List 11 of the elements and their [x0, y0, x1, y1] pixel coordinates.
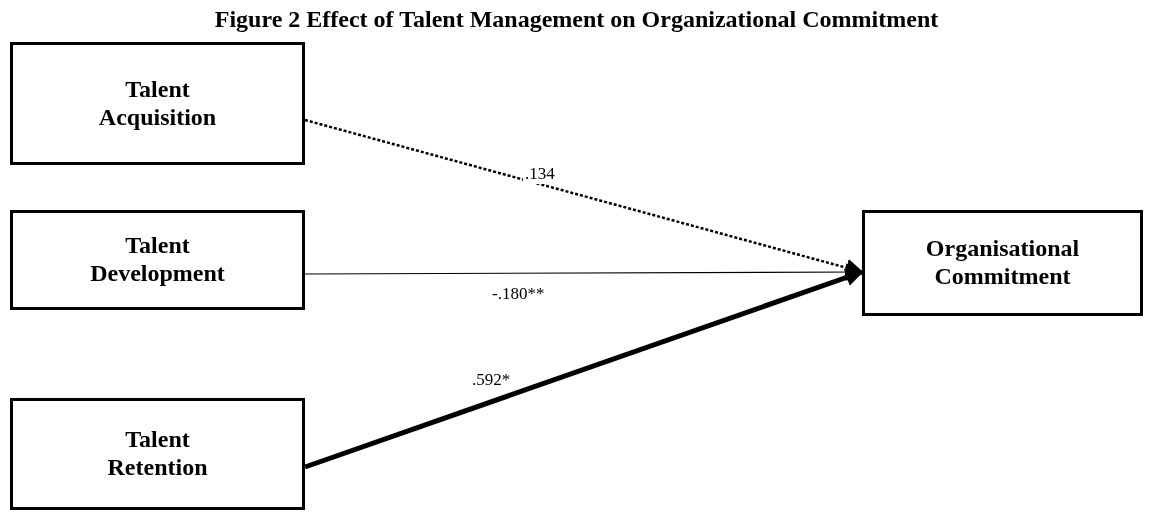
arrow	[304, 118, 864, 277]
box-label: Organisational Commitment	[924, 235, 1081, 291]
process-box	[10, 210, 305, 310]
arrow	[304, 268, 864, 470]
box-label: Talent Retention	[106, 426, 209, 482]
box-label: Talent Acquisition	[97, 75, 218, 132]
process-box	[10, 42, 305, 165]
process-box	[862, 210, 1143, 316]
process-box	[10, 398, 305, 510]
figure-title: Figure 2 Effect of Talent Management on Organizational Commitment	[213, 6, 940, 33]
box-label: Talent Development	[89, 232, 226, 288]
